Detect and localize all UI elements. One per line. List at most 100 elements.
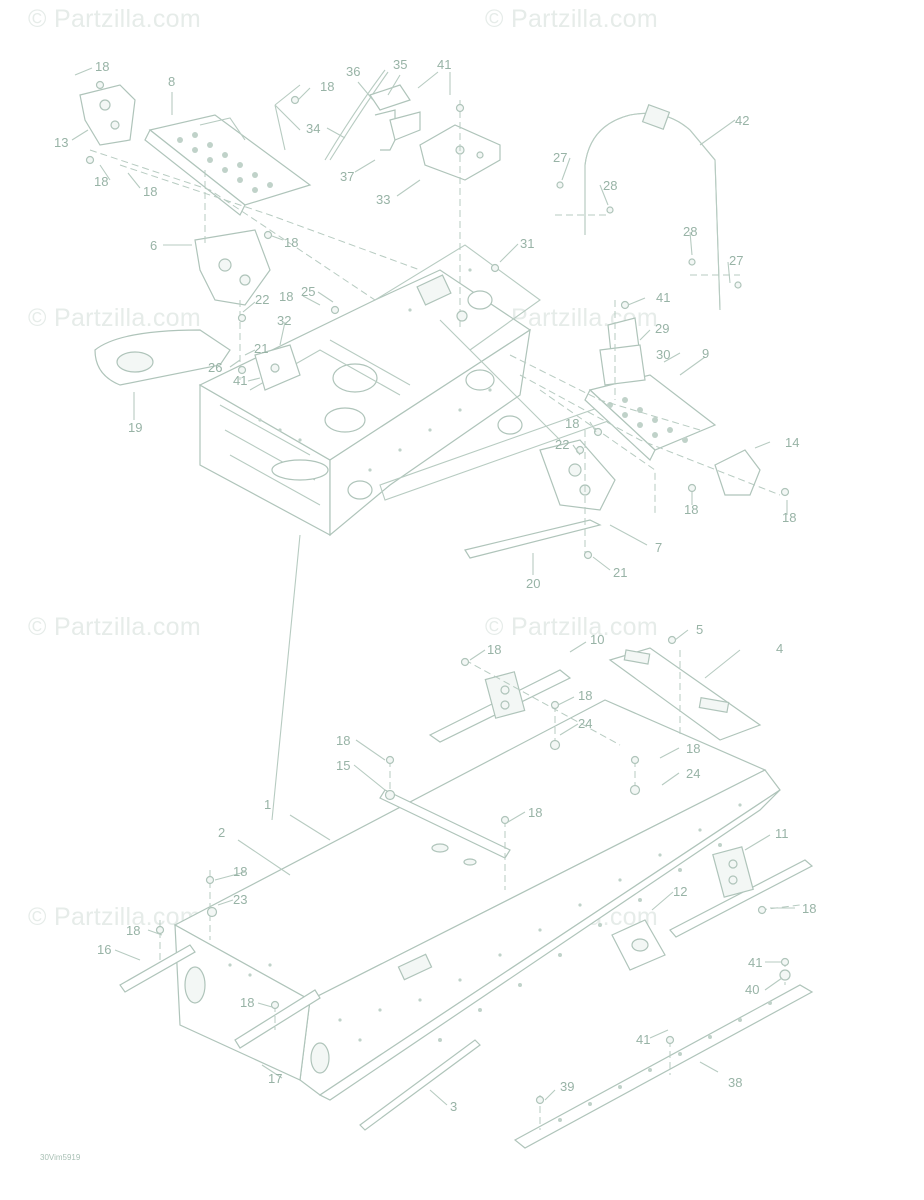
callout-labels: 18 8 36 35 41 18 34 13 18 18 37 33 42 27… <box>54 57 816 1114</box>
tunnel-runner <box>318 789 781 1101</box>
callout-33: 33 <box>376 192 390 207</box>
callout-18: 18 <box>487 642 501 657</box>
callout-21: 21 <box>613 565 627 580</box>
callout-22: 22 <box>255 292 269 307</box>
callout-18: 18 <box>528 805 542 820</box>
leader-frame-to-tunnel <box>271 534 301 821</box>
steering-parts <box>324 69 421 161</box>
assembly-lines-upper <box>89 149 781 555</box>
callout-27: 27 <box>553 150 567 165</box>
callout-40: 40 <box>745 982 759 997</box>
callout-28: 28 <box>603 178 617 193</box>
callout-39: 39 <box>560 1079 574 1094</box>
frame-body <box>198 244 626 537</box>
strip-3 <box>359 1039 481 1131</box>
callout-17: 17 <box>268 1071 282 1086</box>
callout-32: 32 <box>277 313 291 328</box>
plate-19 <box>94 329 231 386</box>
footrest-left <box>144 114 312 216</box>
bracket-6 <box>194 229 271 306</box>
runner-38 <box>513 984 814 1149</box>
callout-1: 1 <box>264 797 271 812</box>
callout-3: 3 <box>450 1099 457 1114</box>
callout-13: 13 <box>54 135 68 150</box>
callout-35: 35 <box>393 57 407 72</box>
callout-28: 28 <box>683 224 697 239</box>
callout-41: 41 <box>233 373 247 388</box>
callout-18: 18 <box>802 901 816 916</box>
brace-11 <box>669 846 814 938</box>
callout-8: 8 <box>168 74 175 89</box>
callout-27: 27 <box>729 253 743 268</box>
callout-26: 26 <box>208 360 222 375</box>
bracket-7-strip-20 <box>464 439 616 559</box>
diagram-code: 30Vim5919 <box>40 1153 81 1162</box>
callout-4: 4 <box>776 641 783 656</box>
callout-19: 19 <box>128 420 142 435</box>
callout-41: 41 <box>636 1032 650 1047</box>
callout-41: 41 <box>748 955 762 970</box>
callout-7: 7 <box>655 540 662 555</box>
plate-4 <box>608 647 762 741</box>
callout-18: 18 <box>782 510 796 525</box>
callout-24: 24 <box>686 766 700 781</box>
callout-42: 42 <box>735 113 749 128</box>
callout-10: 10 <box>590 632 604 647</box>
watermark: © Partzilla.com <box>28 613 201 641</box>
callout-31: 31 <box>520 236 534 251</box>
callout-18: 18 <box>578 688 592 703</box>
brace-10 <box>428 669 572 743</box>
callout-41: 41 <box>656 290 670 305</box>
watermark: © Partzilla.com <box>28 304 201 332</box>
callout-29: 29 <box>655 321 669 336</box>
callout-20: 20 <box>526 576 540 591</box>
callout-24: 24 <box>578 716 592 731</box>
tunnel <box>173 699 781 1096</box>
callout-16: 16 <box>97 942 111 957</box>
callout-18: 18 <box>94 174 108 189</box>
bracket-13 <box>79 84 136 146</box>
footrest-right <box>584 374 717 461</box>
callout-36: 36 <box>346 64 360 79</box>
callout-11: 11 <box>775 826 789 841</box>
callout-34: 34 <box>306 121 320 136</box>
callout-41: 41 <box>437 57 451 72</box>
callout-18: 18 <box>565 416 579 431</box>
watermark: © Partzilla.com <box>28 5 201 33</box>
watermark: © Partzilla.com <box>485 613 658 641</box>
callout-30: 30 <box>656 347 670 362</box>
callout-25: 25 <box>301 284 315 299</box>
callout-18: 18 <box>336 733 350 748</box>
callout-21: 21 <box>254 341 268 356</box>
leader-lines <box>71 67 795 1106</box>
callout-15: 15 <box>336 758 350 773</box>
callout-23: 23 <box>233 892 247 907</box>
callout-18: 18 <box>686 741 700 756</box>
callout-18: 18 <box>143 184 157 199</box>
callout-18: 18 <box>240 995 254 1010</box>
brackets-right <box>599 317 761 496</box>
callout-18: 18 <box>684 502 698 517</box>
callout-14: 14 <box>785 435 799 450</box>
callout-18: 18 <box>233 864 247 879</box>
callout-18: 18 <box>284 235 298 250</box>
frame-dots <box>258 268 492 472</box>
callout-18: 18 <box>95 59 109 74</box>
watermark: © Partzilla.com <box>28 903 201 931</box>
bracket-33 <box>419 100 501 330</box>
watermark: © Partzilla.com <box>485 5 658 33</box>
callout-22: 22 <box>555 437 569 452</box>
support-32 <box>254 344 301 391</box>
callout-18: 18 <box>320 79 334 94</box>
fasteners-lower <box>155 635 791 1105</box>
bracket-12 <box>611 919 666 971</box>
callout-6: 6 <box>150 238 157 253</box>
callout-12: 12 <box>673 884 687 899</box>
grab-handle-42 <box>555 104 740 311</box>
side-rails <box>119 944 321 1049</box>
callout-37: 37 <box>340 169 354 184</box>
callout-2: 2 <box>218 825 225 840</box>
callout-38: 38 <box>728 1075 742 1090</box>
